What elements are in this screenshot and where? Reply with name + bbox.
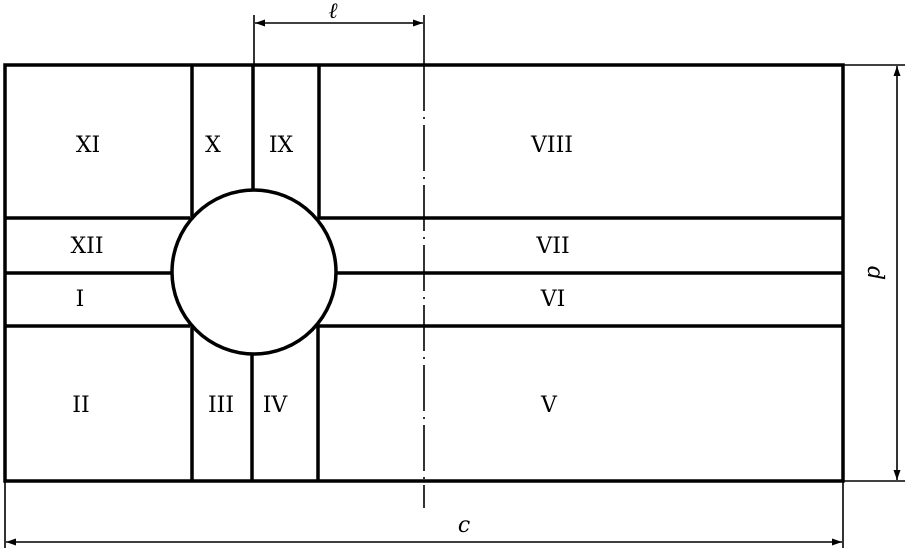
region-label-xi: XI (76, 133, 100, 158)
circular-hole (170, 188, 338, 356)
region-label-viii: VIII (530, 133, 573, 158)
region-label-vi: VI (540, 287, 566, 312)
region-label-iv: IV (263, 393, 289, 418)
region-label-ix: IX (269, 133, 294, 158)
region-label-ii: II (72, 393, 89, 418)
dim-l-label: ℓ (328, 0, 338, 24)
region-label-xii: XII (70, 234, 103, 259)
region-label-i: I (76, 287, 85, 312)
region-label-x: X (205, 133, 221, 158)
dim-c-label: c (458, 513, 470, 538)
region-label-v: V (540, 393, 558, 418)
dim-d-label: d (862, 266, 887, 280)
region-label-vii: VII (535, 234, 569, 259)
region-label-iii: III (208, 393, 234, 418)
